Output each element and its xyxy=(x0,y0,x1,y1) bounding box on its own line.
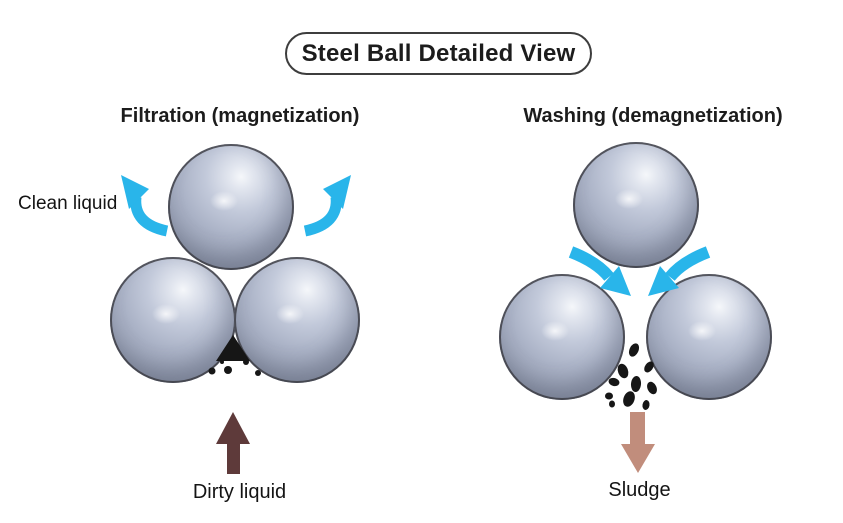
clean-liquid-arrow-right-head-icon xyxy=(323,175,351,209)
clean-liquid-label: Clean liquid xyxy=(18,193,118,214)
clean-liquid-arrow-left-tail xyxy=(130,196,169,237)
clean-liquid-arrow-left-head-icon xyxy=(121,175,149,209)
steel-ball-washing-bottom-left xyxy=(499,274,625,400)
sludge-arrow-icon xyxy=(621,412,655,473)
diagram-title-pill: Steel Ball Detailed View xyxy=(285,32,592,75)
diagram-title: Steel Ball Detailed View xyxy=(301,39,576,67)
steel-ball-washing-bottom-right xyxy=(646,274,772,400)
steel-ball-washing-top xyxy=(573,142,699,268)
steel-ball-filtration-bottom-right xyxy=(234,257,360,383)
steel-ball-filtration-top xyxy=(168,144,294,270)
sludge-label: Sludge xyxy=(608,479,671,501)
clean-liquid-arrow-right-tail xyxy=(303,196,342,237)
dirty-liquid-arrow-icon xyxy=(216,412,250,474)
dirty-liquid-label: Dirty liquid xyxy=(192,481,287,503)
filtration-heading: Filtration (magnetization) xyxy=(120,105,360,127)
washing-heading: Washing (demagnetization) xyxy=(523,105,783,127)
steel-ball-filtration-bottom-left xyxy=(110,257,236,383)
washing-arrow-right-tail xyxy=(665,246,711,281)
